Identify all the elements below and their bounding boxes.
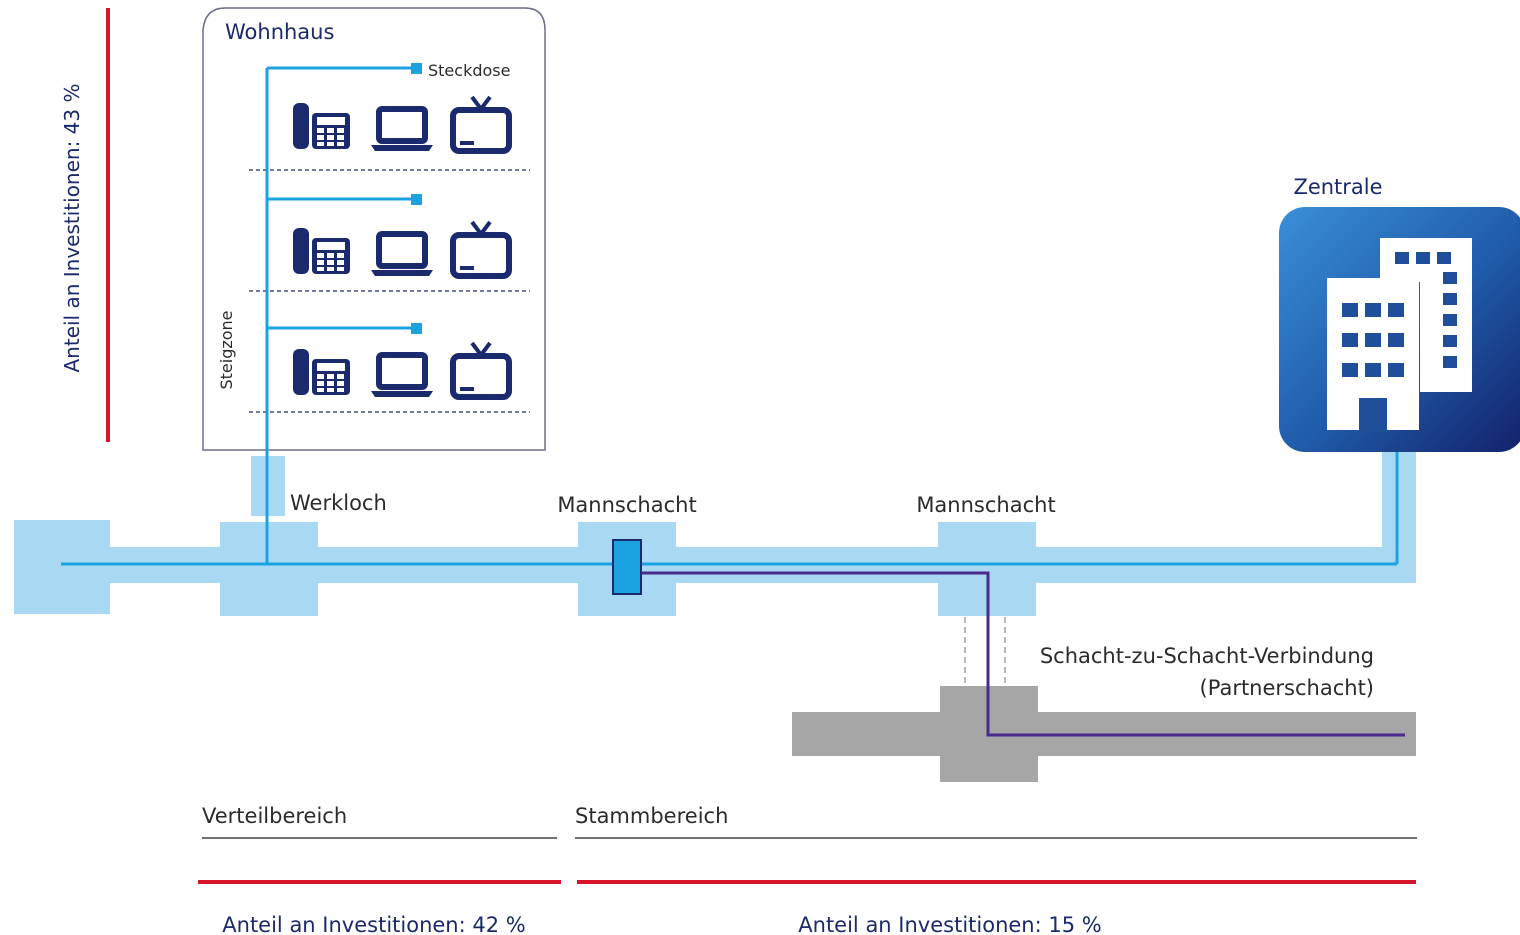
werkloch-label: Werkloch — [290, 491, 387, 515]
investment-label-trunk: Anteil an Investitionen: 15 % — [798, 913, 1101, 935]
splice-box — [612, 539, 642, 595]
main-duct — [14, 448, 1416, 616]
area-trunk-label: Stammbereich — [575, 804, 728, 828]
area-distribution-label: Verteilbereich — [202, 804, 347, 828]
outlets — [411, 63, 422, 334]
manhole-2-label: Mannschacht — [916, 493, 1055, 517]
building-title: Wohnhaus — [225, 20, 334, 44]
investment-label-distribution: Anteil an Investitionen: 42 % — [222, 913, 525, 935]
partner-fiber — [640, 571, 1405, 737]
central-title: Zentrale — [1293, 175, 1382, 199]
investment-label-building: Anteil an Investitionen: 43 % — [60, 84, 84, 373]
connection-label-1: Schacht-zu-Schacht-Verbindung — [1040, 644, 1374, 668]
office-building-icon — [1327, 238, 1472, 432]
riser-label: Steigzone — [217, 310, 236, 389]
outlet-label: Steckdose — [428, 61, 510, 80]
connection-label-2: (Partnerschacht) — [1200, 676, 1374, 700]
shaft-connection-dashes — [964, 617, 1006, 686]
floor-separators — [249, 169, 530, 413]
building-outline — [202, 7, 546, 451]
manhole-1-label: Mannschacht — [557, 493, 696, 517]
fiber-lines — [61, 66, 1399, 566]
